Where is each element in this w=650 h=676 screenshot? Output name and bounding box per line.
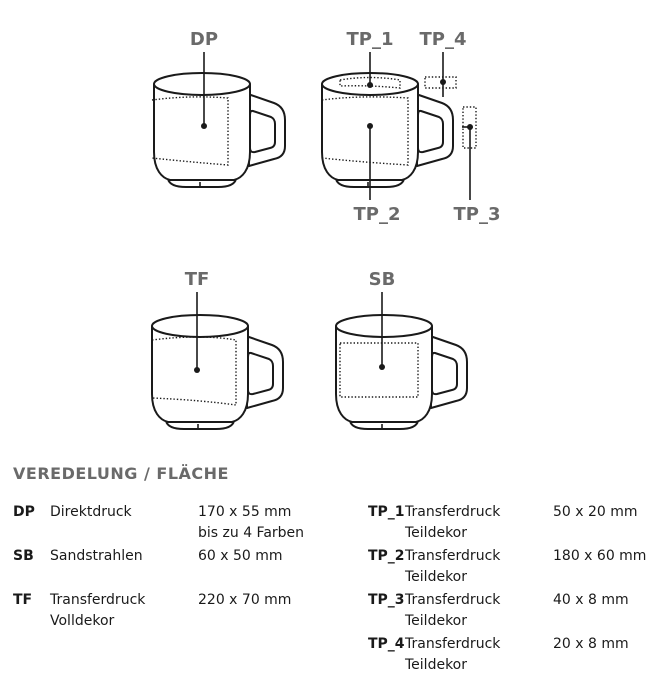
section-heading: VEREDELUNG / FLÄCHE <box>13 464 229 483</box>
mug-icon <box>335 314 468 430</box>
row-desc: Direktdruck <box>50 504 132 520</box>
label-tp1: TP_1 <box>347 29 394 50</box>
row-size: 220 x 70 mm <box>198 592 292 608</box>
row-code: TP_4 <box>368 636 405 652</box>
mug-handle-hole <box>249 109 276 154</box>
row-code: SB <box>13 548 34 564</box>
label-tp2: TP_2 <box>354 204 401 225</box>
row-desc: Transferdruck Teildekor <box>405 504 501 541</box>
sb-pin <box>379 364 385 370</box>
row-size: 60 x 50 mm <box>198 548 283 564</box>
label-tp3: TP_3 <box>454 204 501 225</box>
label-sb: SB <box>369 269 396 290</box>
row-size: 180 x 60 mm <box>553 548 647 564</box>
mug-icon <box>321 72 454 188</box>
mug-icon <box>153 72 286 188</box>
label-tp4: TP_4 <box>420 29 467 50</box>
print-area-sb <box>339 342 419 398</box>
row-size: 170 x 55 mm bis zu 4 Farben <box>198 504 305 541</box>
mug-diagrams: DP TP_1 TP_4 TP_2 TP_3 TF SB <box>151 29 501 430</box>
mug-body <box>151 325 249 423</box>
mug-icon <box>151 314 284 430</box>
row-code: DP <box>13 504 35 520</box>
dp-pin <box>201 123 207 129</box>
print-area-dp <box>151 96 229 166</box>
row-code: TP_2 <box>368 548 405 564</box>
mug-rim <box>335 314 433 338</box>
mug-rim <box>151 314 249 338</box>
label-tf: TF <box>185 269 210 290</box>
row-size: 20 x 8 mm <box>553 636 629 652</box>
mug-handle-hole <box>417 109 444 154</box>
tp1-pin <box>367 82 373 88</box>
tp4-pin <box>440 79 446 85</box>
row-desc: Transferdruck Teildekor <box>405 592 501 629</box>
tp2-pin <box>367 123 373 129</box>
row-desc: Transferdruck Teildekor <box>405 636 501 673</box>
tf-pin <box>194 367 200 373</box>
row-desc: Transferdruck Teildekor <box>405 548 501 585</box>
mug-body <box>335 325 433 423</box>
mug-handle-hole <box>247 351 274 396</box>
row-desc: Transferdruck Volldekor <box>50 592 146 629</box>
row-size: 50 x 20 mm <box>553 504 638 520</box>
row-desc: Sandstrahlen <box>50 548 143 564</box>
row-code: TP_3 <box>368 592 405 608</box>
mug-handle-hole <box>431 351 458 396</box>
print-area-tp4 <box>424 76 457 89</box>
print-area-tp1 <box>339 76 401 89</box>
row-code: TP_1 <box>368 504 405 520</box>
mug-body <box>153 83 251 181</box>
print-area-tp2 <box>321 96 409 166</box>
row-code: TF <box>13 592 33 608</box>
label-dp: DP <box>190 29 218 50</box>
row-size: 40 x 8 mm <box>553 592 629 608</box>
mug-rim <box>153 72 251 96</box>
print-area-tf <box>151 336 237 406</box>
